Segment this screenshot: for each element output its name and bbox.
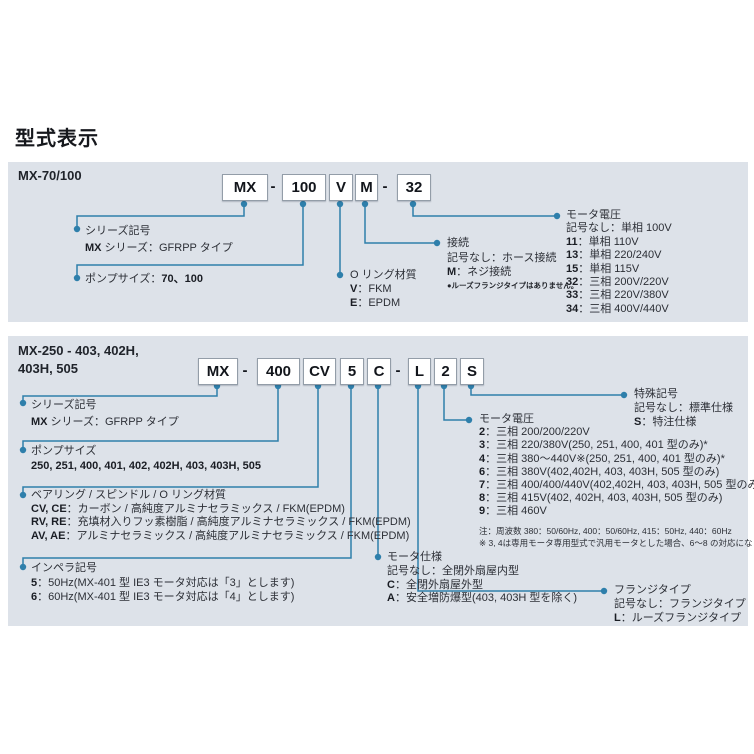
annotation-line: 33：三相 220V/380V bbox=[566, 289, 669, 302]
annotation-line: 11：単相 110V bbox=[566, 235, 639, 248]
code-separator: - bbox=[395, 362, 401, 379]
annotation-line: ●ルーズフランジタイプはありません。 bbox=[447, 280, 579, 290]
code-box-32: 32 bbox=[397, 174, 431, 201]
code-box-L: L bbox=[408, 358, 431, 385]
annotation-line: AV, AE：アルミナセラミックス / 高純度アルミナセラミックス / FKM(… bbox=[31, 529, 410, 542]
annotation-series: シリーズ記号 MX シリーズ：GFRPP タイプ bbox=[85, 223, 233, 256]
annotation-line: モータ電圧 bbox=[479, 413, 534, 425]
annotation-line: MX シリーズ：GFRPP タイプ bbox=[85, 241, 233, 254]
annotation-line: 6：60Hz(MX-401 型 IE3 モータ対応は「4」とします) bbox=[31, 591, 295, 604]
annotation-line: M：ネジ接続 bbox=[447, 266, 512, 278]
annotation-line: V：FKM bbox=[350, 282, 392, 295]
annotation-line: 記号なし：フランジタイプ bbox=[614, 597, 746, 610]
code-separator: - bbox=[242, 362, 248, 379]
annotation-line: モータ電圧 bbox=[566, 209, 621, 221]
annotation-line: E：EPDM bbox=[350, 296, 401, 309]
annotation-pumpsize2: ポンプサイズ 250, 251, 400, 401, 402, 402H, 403… bbox=[31, 444, 261, 474]
annotation-impeller: インペラ記号 5：50Hz(MX-401 型 IE3 モータ対応は「3」とします)… bbox=[31, 561, 294, 605]
annotation-line: モータ仕様 bbox=[387, 551, 442, 563]
annotation-conn: 接続記号なし：ホース接続 M：ネジ接続 ●ルーズフランジタイプはありません。 bbox=[447, 236, 578, 291]
code-box-100: 100 bbox=[282, 174, 326, 201]
annotation-line: MX シリーズ：GFRPP タイプ bbox=[31, 415, 179, 428]
annotation-line: 15：単相 115V bbox=[566, 262, 640, 275]
annotation-line: C：全閉外扇屋外型 bbox=[387, 578, 483, 591]
page-title: 型式表示 bbox=[15, 128, 99, 150]
annotation-line: ベアリング / スピンドル / O リング材質 bbox=[31, 489, 226, 501]
annotation-line: 4：三相 380～440V※(250, 251, 400, 401 型のみ)* bbox=[479, 452, 725, 465]
annotation-line: ※ 3, 4は専用モータ専用型式で汎用モータとした場合、6～8 の対応になります… bbox=[479, 537, 754, 548]
code-separator: - bbox=[382, 178, 388, 195]
annotation-line: 3：三相 220/380V(250, 251, 400, 401 型のみ)* bbox=[479, 439, 708, 452]
annotation-line: 記号なし：標準仕様 bbox=[634, 401, 733, 414]
annotation-line: A：安全増防爆型(403, 403H 型を除く) bbox=[387, 592, 578, 605]
annotation-line: 記号なし：単相 100V bbox=[566, 222, 672, 235]
code-box-MX: MX bbox=[198, 358, 238, 385]
annotation-line: 接続 bbox=[447, 237, 469, 249]
annotation-line: 250, 251, 400, 401, 402, 402H, 403, 403H… bbox=[31, 460, 261, 472]
annotation-line: RV, RE：充填材入りフッ素樹脂 / 高純度アルミナセラミックス / FKM(… bbox=[31, 516, 411, 529]
annotation-line: 6：三相 380V(402,402H, 403, 403H, 505 型のみ) bbox=[479, 465, 720, 478]
panel-label: MX-250 - 403, 402H,403H, 505 bbox=[18, 343, 139, 376]
annotation-line: 13：単相 220/240V bbox=[566, 249, 662, 262]
annotation-line: 8：三相 415V(402, 402H, 403, 403H, 505 型のみ) bbox=[479, 492, 723, 505]
annotation-line: シリーズ記号 bbox=[31, 399, 97, 411]
annotation-line: インペラ記号 bbox=[31, 562, 97, 574]
code-box-S: S bbox=[460, 358, 484, 385]
annotation-series2: シリーズ記号 MX シリーズ：GFRPP タイプ bbox=[31, 397, 179, 430]
annotation-line: ポンプサイズ bbox=[31, 445, 97, 457]
annotation-line: 注：周波数 380：50/60Hz, 400：50/60Hz, 415：50Hz… bbox=[479, 525, 732, 536]
annotation-line: S：特注仕様 bbox=[634, 415, 697, 428]
annotation-line: 9：三相 460V bbox=[479, 505, 547, 518]
code-box-5: 5 bbox=[340, 358, 364, 385]
annotation-line: CV, CE：カーボン / 高純度アルミナセラミックス / FKM(EPDM) bbox=[31, 502, 345, 515]
annotation-line: 記号なし：ホース接続 bbox=[447, 251, 557, 264]
annotation-line: 7：三相 400/400/440V(402,402H, 403, 403H, 5… bbox=[479, 479, 754, 492]
code-separator: - bbox=[270, 178, 276, 195]
code-box-M: M bbox=[355, 174, 378, 201]
annotation-line: L：ルーズフランジタイプ bbox=[614, 611, 741, 624]
annotation-line: 2：三相 200/200/220V bbox=[479, 426, 590, 439]
annotation-pumpsize: ポンプサイズ：70、100 bbox=[85, 272, 203, 286]
annotation-line: 32：三相 200V/220V bbox=[566, 276, 669, 289]
code-box-CV: CV bbox=[303, 358, 336, 385]
annotation-line: 特殊記号 bbox=[634, 388, 678, 400]
annotation-line: ポンプサイズ：70、100 bbox=[85, 273, 203, 285]
annotation-line: O リング材質 bbox=[350, 269, 417, 281]
code-box-V: V bbox=[329, 174, 353, 201]
annotation-line: フランジタイプ bbox=[614, 584, 691, 596]
code-box-2: 2 bbox=[434, 358, 457, 385]
annotation-line: 34：三相 400V/440V bbox=[566, 302, 669, 315]
annotation-line: シリーズ記号 bbox=[85, 225, 151, 237]
code-box-MX: MX bbox=[222, 174, 268, 201]
panel-label: MX-70/100 bbox=[18, 168, 82, 183]
code-box-C: C bbox=[367, 358, 391, 385]
code-box-400: 400 bbox=[257, 358, 300, 385]
annotation-line: 5：50Hz(MX-401 型 IE3 モータ対応は「3」とします) bbox=[31, 576, 295, 589]
annotation-line: 記号なし：全閉外扇屋内型 bbox=[387, 564, 519, 577]
